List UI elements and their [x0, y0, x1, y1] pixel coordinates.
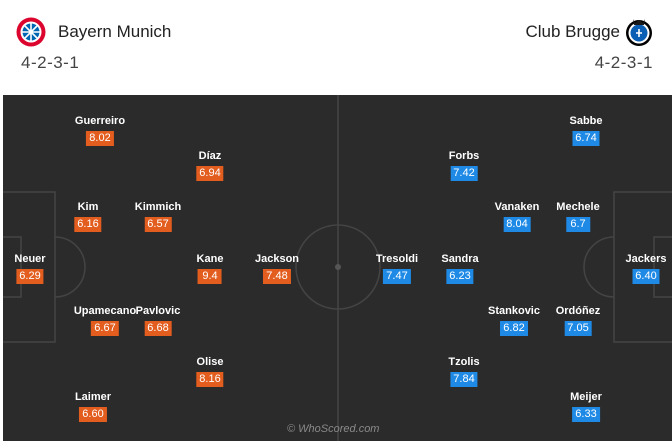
player-home-olise[interactable]: Olise 8.16 — [196, 356, 224, 387]
player-name: Sandra — [441, 253, 479, 265]
player-name: Kane — [196, 253, 224, 265]
player-rating: 6.57 — [144, 217, 172, 232]
watermark: © WhoScored.com — [287, 423, 380, 435]
pitch: Guerreiro 8.02 Díaz 6.94 Kim 6.16 Kimmic… — [3, 95, 672, 441]
player-name: Stankovic — [488, 305, 540, 317]
player-away-jackers[interactable]: Jackers 6.40 — [626, 253, 667, 284]
player-rating: 6.16 — [74, 217, 102, 232]
player-home-diaz[interactable]: Díaz 6.94 — [196, 150, 224, 181]
club-brugge-badge-icon — [624, 17, 654, 47]
player-name: Jackers — [625, 253, 667, 265]
player-name: Guerreiro — [74, 115, 126, 127]
player-rating: 7.84 — [450, 372, 478, 387]
player-rating: 7.48 — [263, 269, 291, 284]
player-away-tresoldi[interactable]: Tresoldi 7.47 — [376, 253, 418, 284]
player-rating: 8.02 — [86, 131, 114, 146]
player-home-pavlovic[interactable]: Pavlovic 6.68 — [135, 305, 181, 336]
player-name: Forbs — [448, 150, 480, 162]
player-name: Vanaken — [494, 201, 540, 213]
player-away-vanaken[interactable]: Vanaken 8.04 — [494, 201, 540, 232]
player-home-laimer[interactable]: Laimer 6.60 — [75, 391, 111, 422]
away-formation: 4-2-3-1 — [594, 53, 653, 72]
player-name: Mechele — [556, 201, 600, 213]
player-name: Meijer — [570, 391, 602, 403]
player-rating: 6.67 — [91, 321, 119, 336]
player-away-stankovic[interactable]: Stankovic 6.82 — [488, 305, 540, 336]
player-home-upamecano[interactable]: Upamecano 6.67 — [74, 305, 136, 336]
player-name: Laimer — [74, 391, 112, 403]
player-rating: 6.29 — [16, 269, 44, 284]
player-rating: 7.05 — [564, 321, 592, 336]
player-rating: 6.82 — [500, 321, 528, 336]
player-away-forbs[interactable]: Forbs 7.42 — [448, 150, 480, 181]
player-rating: 6.60 — [79, 407, 107, 422]
player-name: Díaz — [198, 150, 222, 162]
player-rating: 6.74 — [572, 131, 600, 146]
player-rating: 8.16 — [196, 372, 224, 387]
player-name: Kim — [77, 201, 99, 213]
player-name: Jackson — [254, 253, 300, 265]
player-name: Sabbe — [569, 115, 603, 127]
player-rating: 6.23 — [446, 269, 474, 284]
player-away-tzolis[interactable]: Tzolis 7.84 — [448, 356, 480, 387]
match-header: Bayern Munich 4-2-3-1 Club Brugge 4-2-3-… — [0, 0, 672, 94]
player-name: Upamecano — [73, 305, 137, 317]
player-rating: 9.4 — [198, 269, 222, 284]
player-away-ordonez[interactable]: Ordóñez 7.05 — [555, 305, 601, 336]
player-rating: 7.47 — [383, 269, 411, 284]
player-rating: 6.68 — [144, 321, 172, 336]
player-name: Kimmich — [134, 201, 182, 213]
player-home-neuer[interactable]: Neuer 6.29 — [14, 253, 46, 284]
player-rating: 7.42 — [450, 166, 478, 181]
player-rating: 8.04 — [503, 217, 531, 232]
player-rating: 6.7 — [565, 217, 590, 232]
pitch-markings — [3, 95, 672, 441]
player-away-mechele[interactable]: Mechele 6.7 — [556, 201, 600, 232]
player-away-meijer[interactable]: Meijer 6.33 — [570, 391, 602, 422]
player-away-sabbe[interactable]: Sabbe 6.74 — [569, 115, 603, 146]
player-name: Olise — [196, 356, 224, 368]
player-name: Tzolis — [448, 356, 480, 368]
home-team-name: Bayern Munich — [58, 22, 172, 41]
player-home-guerreiro[interactable]: Guerreiro 8.02 — [75, 115, 125, 146]
player-rating: 6.94 — [196, 166, 224, 181]
player-home-jackson[interactable]: Jackson 7.48 — [255, 253, 299, 284]
player-rating: 6.40 — [632, 269, 660, 284]
home-formation: 4-2-3-1 — [21, 53, 80, 72]
player-rating: 6.33 — [572, 407, 600, 422]
player-home-kimmich[interactable]: Kimmich 6.57 — [135, 201, 181, 232]
player-name: Ordóñez — [555, 305, 601, 317]
player-name: Tresoldi — [375, 253, 419, 265]
player-name: Neuer — [14, 253, 46, 265]
player-away-sandra[interactable]: Sandra 6.23 — [441, 253, 479, 284]
player-name: Pavlovic — [135, 305, 181, 317]
player-home-kim[interactable]: Kim 6.16 — [74, 201, 102, 232]
away-team-name: Club Brugge — [525, 22, 620, 41]
bayern-munich-badge-icon — [16, 17, 46, 47]
player-home-kane[interactable]: Kane 9.4 — [196, 253, 224, 284]
